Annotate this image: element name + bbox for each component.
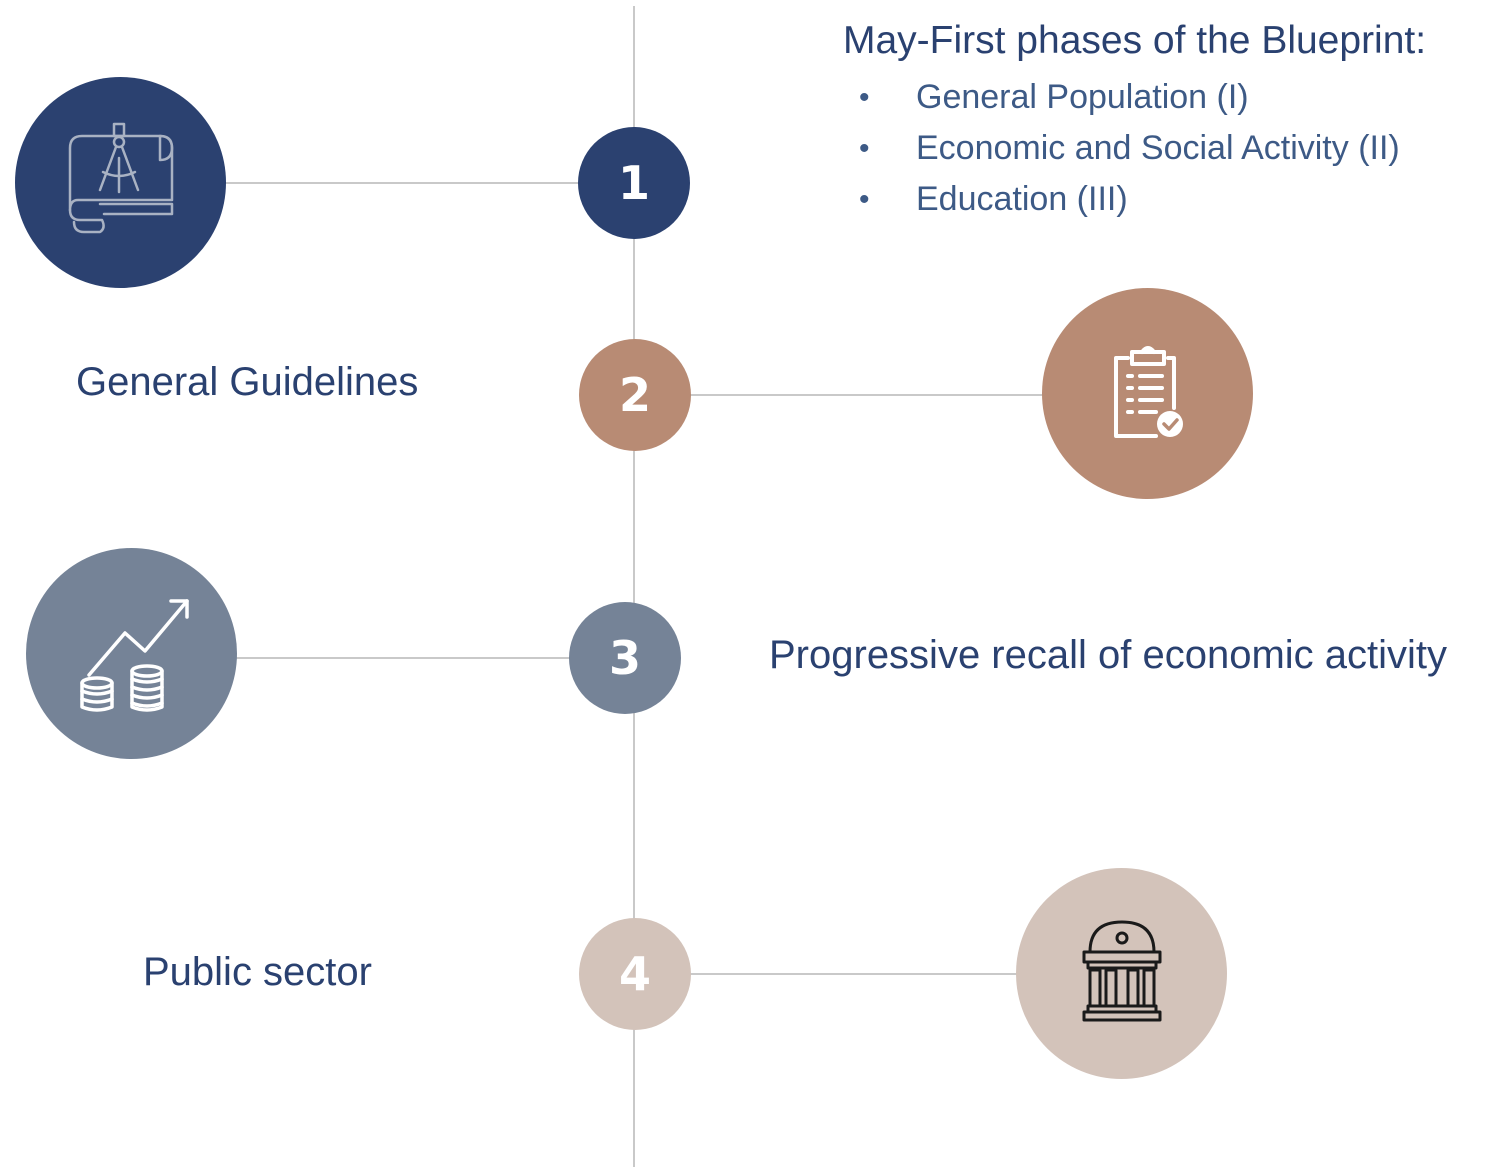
step-2-badge: 2 bbox=[579, 339, 691, 451]
government-icon-circle bbox=[1016, 868, 1227, 1079]
phase-item: •General Population (I) bbox=[859, 78, 1249, 116]
phases-title: May-First phases of the Blueprint: bbox=[843, 19, 1427, 62]
clipboard-icon-circle bbox=[1042, 288, 1253, 499]
step-3-label: Progressive recall of economic activity bbox=[769, 633, 1448, 677]
step-3-badge: 3 bbox=[569, 602, 681, 714]
step-1-number: 1 bbox=[617, 156, 650, 210]
connector-line-3 bbox=[236, 657, 636, 659]
step-4-badge: 4 bbox=[579, 918, 691, 1030]
phase-item: •Economic and Social Activity (II) bbox=[859, 129, 1400, 167]
connector-line-1 bbox=[225, 182, 635, 184]
step-2-label: General Guidelines bbox=[76, 360, 419, 404]
step-1-badge: 1 bbox=[578, 127, 690, 239]
blueprint-icon-circle bbox=[15, 77, 226, 288]
growth-icon-circle bbox=[26, 548, 237, 759]
connector-line-2 bbox=[634, 394, 1044, 396]
step-2-number: 2 bbox=[618, 368, 651, 422]
clipboard-checklist-icon bbox=[1113, 345, 1183, 438]
phases-list: •General Population (I) •Economic and So… bbox=[859, 72, 1400, 225]
growth-coins-icon bbox=[79, 598, 189, 712]
step-3-number: 3 bbox=[608, 631, 641, 685]
step-4-label: Public sector bbox=[143, 950, 372, 994]
government-building-icon bbox=[1082, 920, 1161, 1021]
blueprint-compass-icon bbox=[68, 122, 173, 233]
connector-line-4 bbox=[634, 973, 1018, 975]
timeline-vertical-line bbox=[633, 6, 635, 1167]
phase-item: •Education (III) bbox=[859, 180, 1128, 218]
step-4-number: 4 bbox=[618, 947, 651, 1001]
